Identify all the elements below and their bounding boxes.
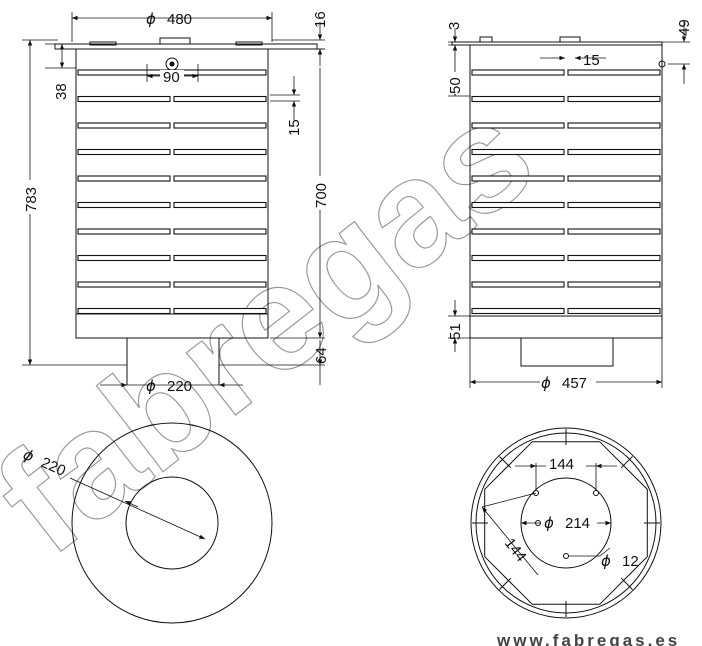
side-pedestal — [520, 337, 614, 367]
dim-bolt-diameter: 12 — [622, 553, 639, 570]
slat — [471, 228, 565, 235]
front-slats — [76, 69, 268, 315]
front-top-knob — [159, 37, 191, 45]
bolt-hole-3 — [563, 553, 569, 559]
slat — [471, 201, 565, 209]
slat — [77, 307, 171, 315]
slat — [173, 69, 267, 76]
dim-bolt-spacing-h: 144 — [549, 456, 574, 473]
slat — [471, 69, 565, 76]
watermark-logo: fabregas — [0, 67, 563, 586]
plan-tick — [499, 577, 512, 590]
slat — [173, 95, 267, 103]
front-top-clip-left — [89, 41, 117, 46]
slat — [567, 228, 661, 235]
dim-lid-offset: 49 — [676, 19, 693, 36]
dim-top-thickness: 16 — [312, 11, 329, 28]
dim-base-diameter: 220 — [167, 378, 192, 395]
watermark-text: fabregas — [0, 68, 562, 585]
side-lid-clip-right — [559, 36, 581, 43]
dim-inner-diameter: 214 — [565, 515, 590, 532]
slat — [173, 201, 267, 209]
slat — [77, 254, 171, 262]
dim-slat-height: 15 — [286, 119, 303, 136]
slat — [173, 122, 267, 129]
top-plan-ticks — [472, 429, 660, 617]
slat — [567, 254, 661, 262]
slat — [77, 69, 171, 76]
top-plan-outer-circle — [470, 427, 662, 619]
dim-top-diameter: 480 — [167, 11, 192, 28]
top-plan: 144 144 ϕ 214 ϕ 12 — [470, 427, 662, 619]
phi-symbol: ϕ — [146, 10, 156, 28]
slat — [567, 175, 661, 182]
slat — [77, 95, 171, 103]
slat — [471, 281, 565, 288]
top-plan-octagon — [484, 441, 648, 605]
dim-bolt-spacing-d: 144 — [501, 535, 530, 565]
slat — [567, 307, 661, 315]
phi-symbol: ϕ — [541, 374, 551, 392]
slat — [567, 201, 661, 209]
slat — [567, 122, 661, 129]
slat — [173, 175, 267, 182]
front-lock-core — [169, 61, 175, 67]
plan-tick — [620, 577, 633, 590]
slat — [471, 175, 565, 182]
slat — [471, 307, 565, 315]
slat — [471, 122, 565, 129]
slat — [567, 69, 661, 76]
slat — [173, 281, 267, 288]
dim-lid-thickness: 3 — [446, 22, 463, 30]
side-view: 3 49 15 50 51 ϕ 457 — [446, 19, 693, 392]
plan-tick — [499, 456, 512, 469]
slat — [567, 148, 661, 156]
dim-handle-width: 90 — [163, 69, 180, 86]
dim-first-slat: 50 — [447, 77, 464, 94]
dim-body-height: 700 — [313, 183, 330, 208]
slat — [77, 122, 171, 129]
slat — [77, 175, 171, 182]
side-hinge-icon — [658, 60, 666, 68]
base-plan-outer-circle — [71, 422, 273, 624]
bolt-hole-2 — [593, 490, 599, 496]
slat — [173, 307, 267, 315]
website-url: www.fabregas.es — [496, 631, 680, 646]
side-lid-clip-left — [479, 36, 493, 43]
slat — [77, 201, 171, 209]
slat — [77, 228, 171, 235]
front-body — [75, 48, 269, 339]
phi-symbol: ϕ — [146, 377, 156, 395]
slat — [77, 148, 171, 156]
slat — [173, 254, 267, 262]
phi-symbol: ϕ — [544, 514, 554, 532]
dim-total-height: 783 — [23, 187, 40, 212]
slat — [173, 228, 267, 235]
slat — [471, 254, 565, 262]
dim-bottom-offset: 51 — [447, 323, 464, 340]
dim-top-offset: 38 — [53, 83, 70, 100]
slat — [77, 281, 171, 288]
slat — [567, 95, 661, 103]
side-slats — [470, 69, 662, 317]
bolt-hole-1 — [533, 490, 539, 496]
dim-body-diameter: 457 — [562, 375, 587, 392]
slat — [173, 148, 267, 156]
slat — [471, 148, 565, 156]
phi-symbol: ϕ — [601, 552, 611, 570]
front-view: ϕ 480 16 90 38 783 15 — [22, 10, 330, 395]
dim-base-height: 64 — [313, 347, 330, 364]
dim-slat-gap: 15 — [583, 52, 600, 69]
slat — [567, 281, 661, 288]
front-top-clip-right — [235, 41, 263, 46]
plan-tick — [620, 456, 633, 469]
slat — [471, 95, 565, 103]
base-plan-inner-circle — [125, 476, 219, 570]
